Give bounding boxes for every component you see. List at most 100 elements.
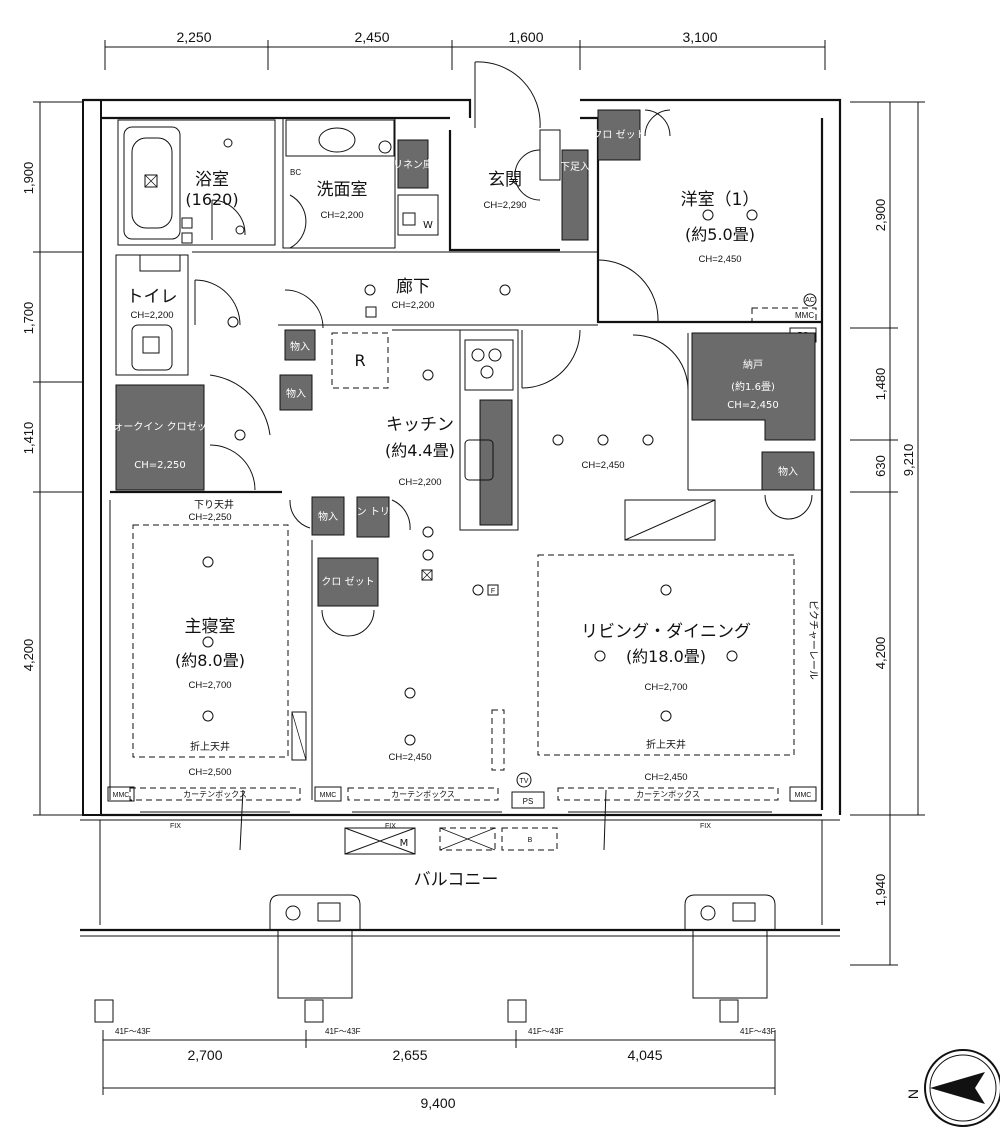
dim-right-5: 1,940 [873, 874, 888, 907]
storage-kitchen-label: 物入 [318, 510, 338, 523]
bc-label: BC [290, 168, 301, 177]
walkin-ch: CH=2,250 [134, 460, 186, 471]
storage-room: 納戸 (約1.6畳) CH=2,450 物入 [632, 332, 822, 520]
pantry-label: パン トリー [346, 506, 400, 518]
left-dimensions: 1,900 1,700 1,410 4,200 [21, 101, 90, 816]
western1-ch: CH=2,450 [698, 254, 741, 265]
toilet: トイレ CH=2,200 [115, 254, 241, 376]
storage-walkin [279, 374, 313, 411]
living-dining: リビング・ダイニング (約18.0畳) CH=2,700 折上天井 CH=2,4… [388, 554, 819, 809]
washroom: リネン庫 W 洗面室 CH=2,200 BC [282, 117, 439, 249]
fix-3: FIX [700, 823, 711, 830]
dim-bottom-3: 4,045 [627, 1047, 662, 1063]
master-ch: CH=2,700 [188, 680, 231, 691]
closet-west1 [597, 109, 641, 161]
center2-ch: CH=2,450 [388, 752, 431, 763]
hallway-ch: CH=2,200 [391, 300, 434, 311]
storage-room-size: (約1.6畳) [731, 380, 775, 393]
kitchen: R キッチン (約4.4畳) CH=2,200 物入 パン トリー [289, 329, 519, 581]
storage-walkin-label: 物入 [286, 387, 306, 400]
washroom-ch: CH=2,200 [320, 210, 363, 221]
ac-label: AC [805, 297, 815, 304]
center-ch: CH=2,450 [581, 460, 624, 471]
dim-top-1: 2,250 [176, 29, 211, 45]
western1-name: 洋室（1） [681, 190, 760, 210]
western1-size: (約5.0畳) [685, 225, 755, 244]
kitchen-name: キッチン [386, 415, 454, 435]
compass: N [905, 1049, 1000, 1127]
fridge-label: R [354, 351, 365, 370]
living-ch: CH=2,700 [644, 682, 687, 693]
master-ch2: CH=2,500 [188, 767, 231, 778]
curtain-boxes: カーテンボックス カーテンボックス カーテンボックス MMC MMC MMC F… [107, 786, 817, 851]
pantry [356, 496, 390, 538]
storage-hall [284, 329, 316, 361]
b-label: B [528, 837, 533, 844]
dim-right-total: 9,210 [901, 444, 916, 477]
top-dimensions: 2,250 2,450 1,600 3,100 [104, 29, 826, 70]
floors-4: 41F～43F [740, 1027, 776, 1036]
bottom-dimensions: 2,700 2,655 4,045 9,400 [102, 1030, 776, 1111]
columns: 41F～43F 41F～43F 41F～43F 41F～43F [94, 999, 776, 1036]
curtain-box-3: カーテンボックス [636, 790, 700, 799]
master-ceiling: 折上天井 [190, 740, 230, 753]
fix-2: FIX [385, 823, 396, 830]
master-bedroom: 下り天井 CH=2,250 主寝室 (約8.0畳) CH=2,700 折上天井 … [109, 490, 379, 800]
storage-room-ch: CH=2,450 [727, 400, 779, 411]
entrance-ch: CH=2,290 [483, 200, 526, 211]
bath-name: 浴室 [195, 170, 229, 190]
kitchen-ch: CH=2,200 [398, 477, 441, 488]
dim-right-4: 4,200 [873, 637, 888, 670]
closet-master-label: クロ ゼット [321, 576, 374, 588]
dim-left-3: 1,410 [21, 422, 36, 455]
living-size: (約18.0畳) [626, 647, 706, 666]
walkin-closet: ウォークイン クロゼット CH=2,250 物入 [103, 374, 313, 491]
dim-left-4: 4,200 [21, 639, 36, 672]
dim-right-3: 630 [873, 455, 888, 477]
dim-bottom-2: 2,655 [392, 1047, 427, 1063]
hallway-name: 廊下 [396, 277, 430, 297]
linen-label: リネン庫 [393, 158, 433, 171]
storage-hall-label: 物入 [290, 340, 310, 353]
mmc-2: MMC [320, 792, 337, 799]
dim-left-1: 1,900 [21, 162, 36, 195]
storage-room-name: 納戸 [743, 358, 763, 371]
mmc-1: MMC [113, 792, 130, 799]
western-room-1: クロ ゼット MMC AC PS 洋室（1） (約5.0畳) CH=2,450 [592, 109, 822, 343]
floors-3: 41F～43F [528, 1027, 564, 1036]
mmc-label-west1: MMC [795, 311, 814, 320]
center-area: CH=2,450 [521, 329, 716, 541]
walkin-name: ウォークイン クロゼット [103, 421, 216, 433]
living-ceiling: 折上天井 [646, 738, 686, 751]
floors-1: 41F～43F [115, 1027, 151, 1036]
balcony: M B バルコニー [80, 820, 840, 999]
shoe-label: 下足入 [560, 161, 590, 173]
toilet-name: トイレ [127, 287, 178, 307]
ps-label-bottom: PS [523, 797, 534, 806]
dim-top-4: 3,100 [682, 29, 717, 45]
washer-label: W [423, 220, 433, 231]
closet-west1-label: クロ ゼット [592, 129, 645, 141]
balcony-name: バルコニー [414, 870, 499, 890]
dim-top-3: 1,600 [508, 29, 543, 45]
curtain-box-1: カーテンボックス [183, 790, 247, 799]
storage-ldk-label: 物入 [778, 465, 798, 478]
right-dimensions: 2,900 1,480 630 4,200 1,940 9,210 [850, 101, 925, 966]
sagari-ch: CH=2,250 [188, 512, 231, 523]
dim-right-2: 1,480 [873, 368, 888, 401]
compass-arrow-icon [930, 1072, 985, 1104]
entrance-name: 玄関 [488, 170, 522, 190]
linen-storage [397, 139, 429, 189]
exterior-walls [80, 98, 842, 821]
dim-top-2: 2,450 [354, 29, 389, 45]
toilet-ch: CH=2,200 [130, 310, 173, 321]
washroom-name: 洗面室 [317, 180, 368, 200]
kitchen-size: (約4.4畳) [385, 441, 455, 460]
entrance: 下足入 玄関 CH=2,290 [448, 61, 590, 252]
dim-bottom-total: 9,400 [420, 1095, 455, 1111]
dim-left-2: 1,700 [21, 302, 36, 335]
floors-2: 41F～43F [325, 1027, 361, 1036]
f-label: F [491, 588, 495, 595]
dim-right-1: 2,900 [873, 199, 888, 232]
